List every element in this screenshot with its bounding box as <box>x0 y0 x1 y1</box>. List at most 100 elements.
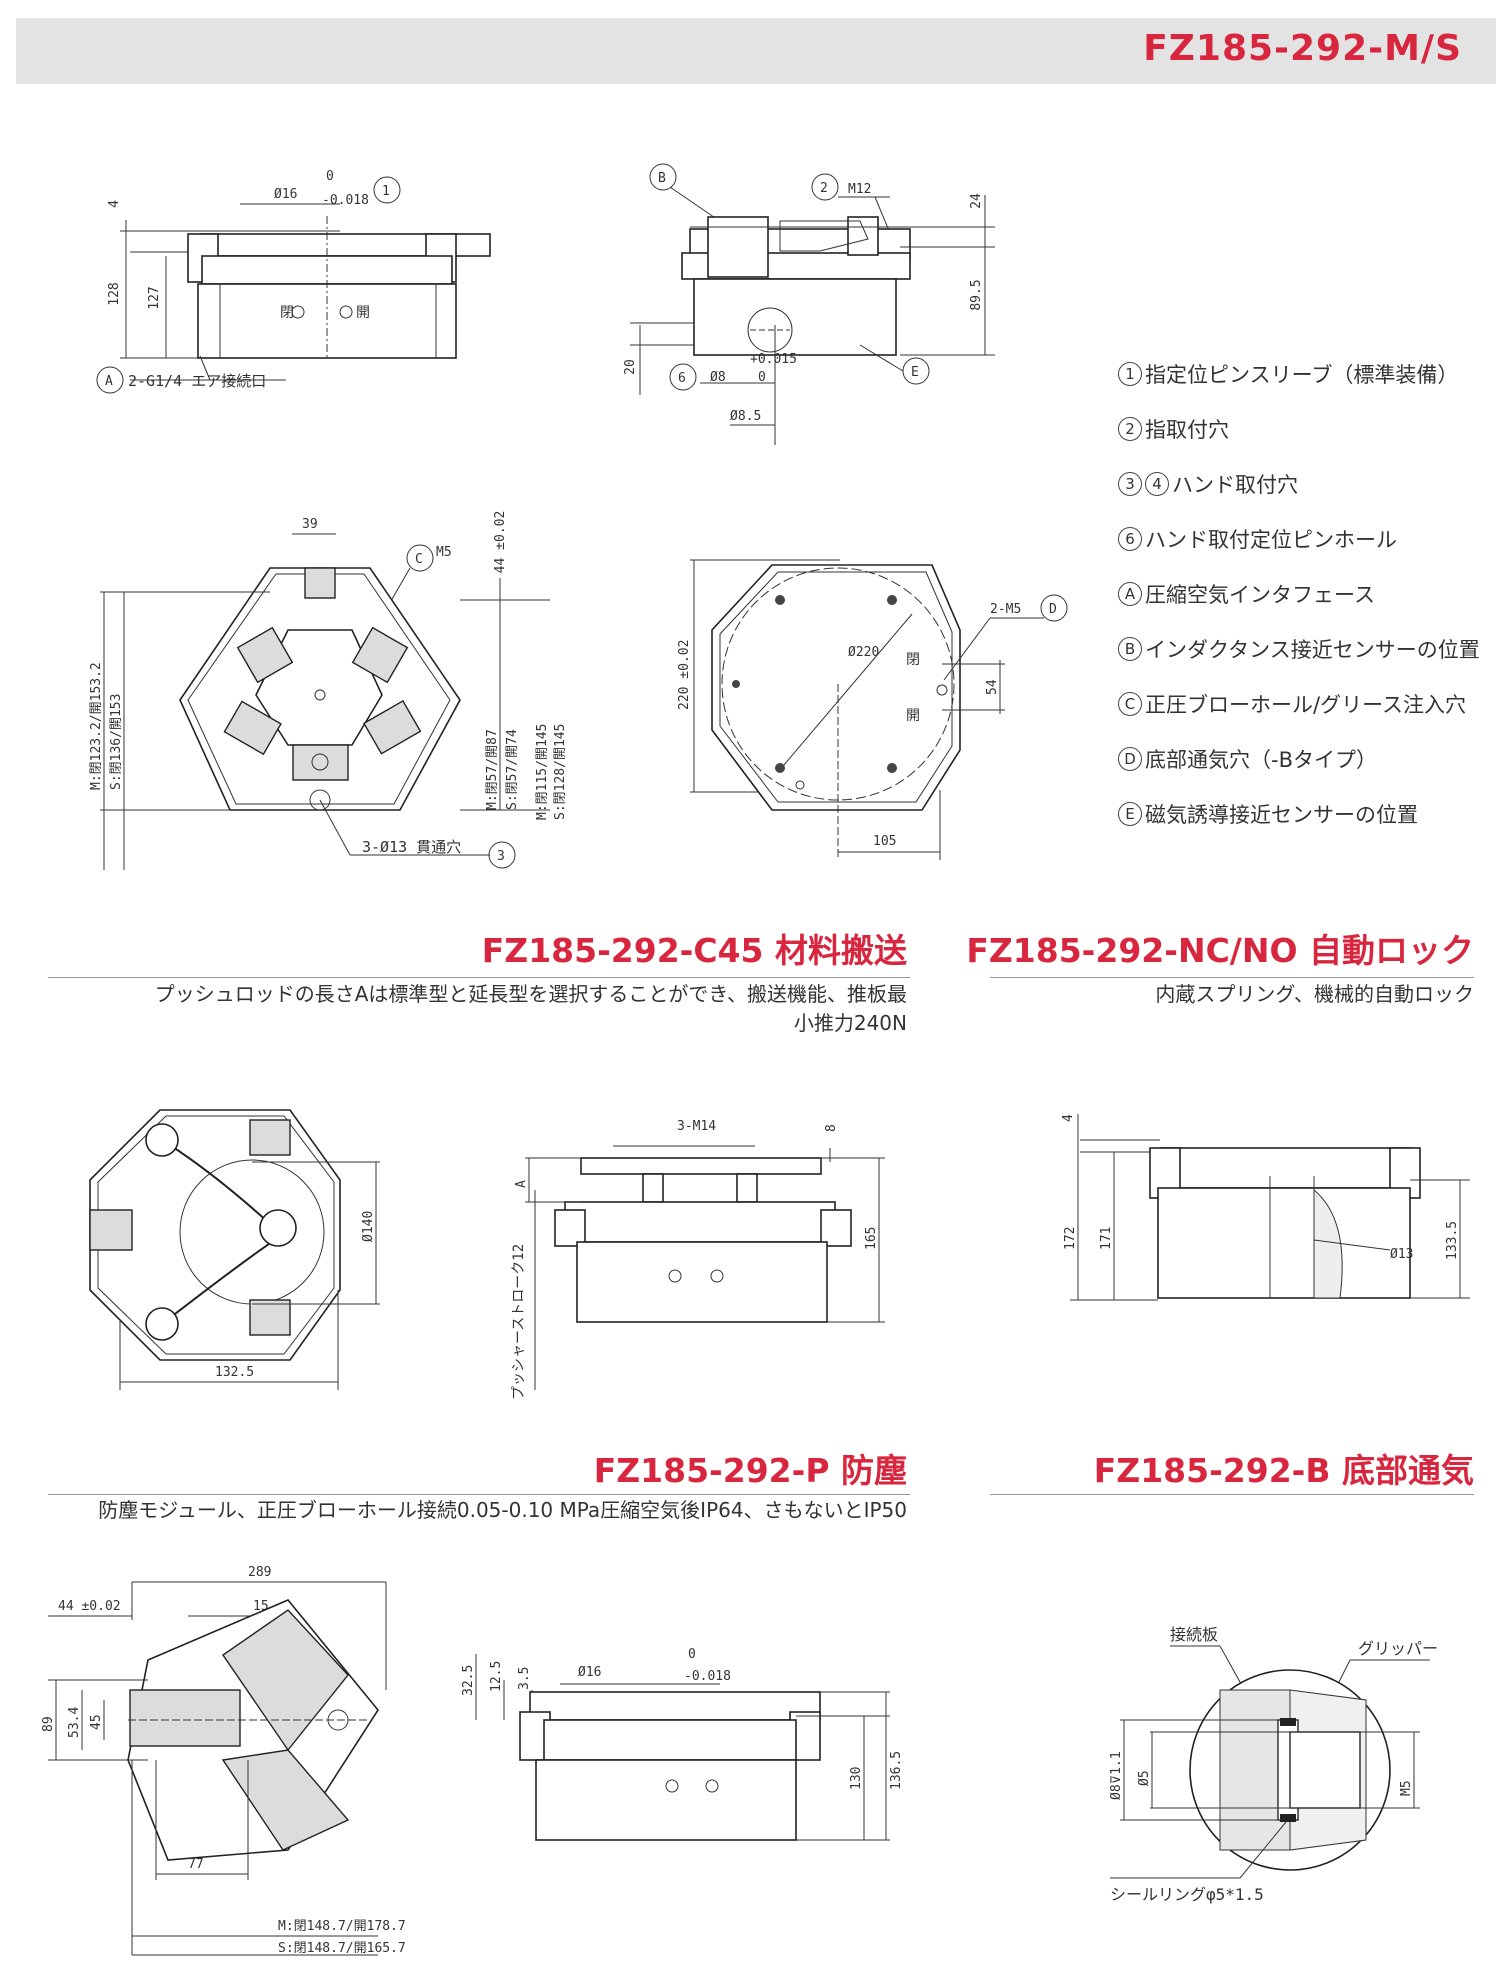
section-title-b: FZ185-292-B 底部通気 <box>1093 1451 1474 1490</box>
svg-text:M:閉115/開145: M:閉115/開145 <box>535 724 550 820</box>
svg-text:3.5: 3.5 <box>517 1667 532 1690</box>
svg-text:Ø8⊽1.1: Ø8⊽1.1 <box>1109 1751 1124 1800</box>
svg-text:Ø16: Ø16 <box>274 187 297 202</box>
svg-text:220 ±0.02: 220 ±0.02 <box>677 640 692 710</box>
svg-text:4: 4 <box>107 200 122 208</box>
svg-text:M5: M5 <box>1399 1780 1414 1796</box>
svg-text:M:閉57/開87: M:閉57/開87 <box>485 729 500 810</box>
svg-text:2-G1/4 エア接続口: 2-G1/4 エア接続口 <box>128 372 266 390</box>
svg-text:3-M14: 3-M14 <box>677 1119 716 1134</box>
legend-mark: D <box>1118 747 1142 771</box>
legend-mark: B <box>1118 637 1142 661</box>
section-divider <box>48 1494 910 1495</box>
section-title-c45: FZ185-292-C45 材料搬送 <box>481 931 907 970</box>
svg-text:12.5: 12.5 <box>489 1661 504 1692</box>
svg-text:132.5: 132.5 <box>215 1365 254 1380</box>
svg-text:Ø8: Ø8 <box>710 370 726 385</box>
side-view-drawing: B 2 M12 24 89.5 20 6 Ø8 +0.015 0 Ø8.5 E <box>623 163 995 445</box>
c45-side-drawing: 3-M14 8 A プッシャーストローク12 165 <box>511 1119 885 1400</box>
bottom-view-drawing: 220 ±0.02 Ø220 閉 開 2-M5 D 54 105 <box>677 559 1068 860</box>
svg-text:Ø13: Ø13 <box>1390 1247 1413 1262</box>
svg-text:M:閉123.2/開153.2: M:閉123.2/開153.2 <box>89 662 104 790</box>
nc-side-drawing: 4 172 171 Ø13 133.5 <box>1061 1114 1470 1301</box>
svg-text:130: 130 <box>849 1767 864 1790</box>
svg-text:Ø5: Ø5 <box>1137 1770 1152 1786</box>
svg-text:M5: M5 <box>436 545 452 560</box>
svg-text:B: B <box>658 171 666 186</box>
section-divider <box>48 977 910 978</box>
svg-text:136.5: 136.5 <box>889 1751 904 1790</box>
svg-text:-0.018: -0.018 <box>322 193 369 208</box>
svg-text:Ø140: Ø140 <box>361 1211 376 1242</box>
svg-text:44 ±0.02: 44 ±0.02 <box>493 511 508 574</box>
svg-text:77: 77 <box>188 1857 204 1872</box>
legend-mark: 2 <box>1118 417 1142 441</box>
svg-text:-0.018: -0.018 <box>684 1669 731 1684</box>
svg-text:接続板: 接続板 <box>1170 1625 1218 1644</box>
legend-text: インダクタンス接近センサーの位置 <box>1145 638 1480 662</box>
legend-mark: E <box>1118 802 1142 826</box>
svg-text:シールリングφ5*1.5: シールリングφ5*1.5 <box>1110 1885 1264 1904</box>
svg-text:39: 39 <box>302 517 318 532</box>
legend-mark: 6 <box>1118 527 1142 551</box>
svg-text:E: E <box>911 365 919 380</box>
svg-text:+0.015: +0.015 <box>750 352 797 367</box>
svg-text:45: 45 <box>89 1714 104 1730</box>
legend-mark: C <box>1118 692 1142 716</box>
legend-text: ハンド取付定位ピンホール <box>1145 528 1397 552</box>
b-detail-drawing: 接続板 グリッパー Ø8⊽1.1 Ø5 M5 シールリングφ5*1.5 <box>1109 1625 1438 1904</box>
top-view-drawing: 39 C M5 44 ±0.02 M:閉123.2/開153.2 S:閉136/… <box>89 511 568 870</box>
svg-text:1: 1 <box>382 184 390 199</box>
legend-text: 圧縮空気インタフェース <box>1145 583 1375 607</box>
legend-text: 底部通気穴（-Bタイプ） <box>1145 748 1377 772</box>
svg-text:Ø220: Ø220 <box>848 645 879 660</box>
svg-text:24: 24 <box>969 193 984 209</box>
legend-text: ハンド取付穴 <box>1172 473 1298 497</box>
svg-text:D: D <box>1049 602 1057 617</box>
svg-text:C: C <box>415 552 423 567</box>
section-divider <box>990 977 1474 978</box>
svg-text:172: 172 <box>1063 1227 1078 1250</box>
svg-text:44 ±0.02: 44 ±0.02 <box>58 1599 121 1614</box>
svg-text:165: 165 <box>864 1227 879 1250</box>
svg-text:0: 0 <box>688 1647 696 1662</box>
legend-text: 正圧ブローホール/グリース注入穴 <box>1145 693 1467 717</box>
c45-top-drawing: Ø140 132.5 <box>89 1109 380 1390</box>
svg-text:289: 289 <box>248 1565 271 1580</box>
svg-text:128: 128 <box>107 282 122 305</box>
section-desc-nc: 内蔵スプリング、機械的自動ロック <box>1155 982 1474 1006</box>
svg-text:S:閉57/開74: S:閉57/開74 <box>505 729 520 810</box>
svg-text:0: 0 <box>326 169 334 184</box>
legend-mark: A <box>1118 582 1142 606</box>
legend-mark: 1 <box>1118 362 1142 386</box>
section-title-p: FZ185-292-P 防塵 <box>593 1451 907 1490</box>
svg-text:S:閉128/開145: S:閉128/開145 <box>553 724 568 820</box>
svg-text:54: 54 <box>985 679 1000 695</box>
svg-text:グリッパー: グリッパー <box>1358 1639 1438 1658</box>
svg-text:6: 6 <box>678 371 686 386</box>
svg-text:A: A <box>514 1180 529 1188</box>
svg-text:閉: 閉 <box>906 652 920 668</box>
svg-text:32.5: 32.5 <box>461 1665 476 1696</box>
section-desc-c45: プッシュロッドの長さAは標準型と延長型を選択することができ、搬送機能、推板最 小… <box>154 982 907 1035</box>
legend-text: 磁気誘導接近センサーの位置 <box>1145 803 1418 827</box>
svg-text:S:閉148.7/開165.7: S:閉148.7/開165.7 <box>278 1941 406 1956</box>
svg-text:開: 開 <box>356 305 370 321</box>
svg-text:閉: 閉 <box>280 305 294 321</box>
svg-text:Ø8.5: Ø8.5 <box>730 409 761 424</box>
legend-text: 指定位ピンスリーブ（標準装備） <box>1145 363 1459 387</box>
svg-text:2-M5: 2-M5 <box>990 602 1021 617</box>
section-divider <box>990 1494 1474 1495</box>
svg-text:4: 4 <box>1061 1114 1076 1122</box>
header-bar: FZ185-292-M/S <box>16 18 1496 84</box>
svg-text:A: A <box>105 374 113 389</box>
svg-text:M12: M12 <box>848 182 871 197</box>
svg-text:89.5: 89.5 <box>969 279 984 310</box>
